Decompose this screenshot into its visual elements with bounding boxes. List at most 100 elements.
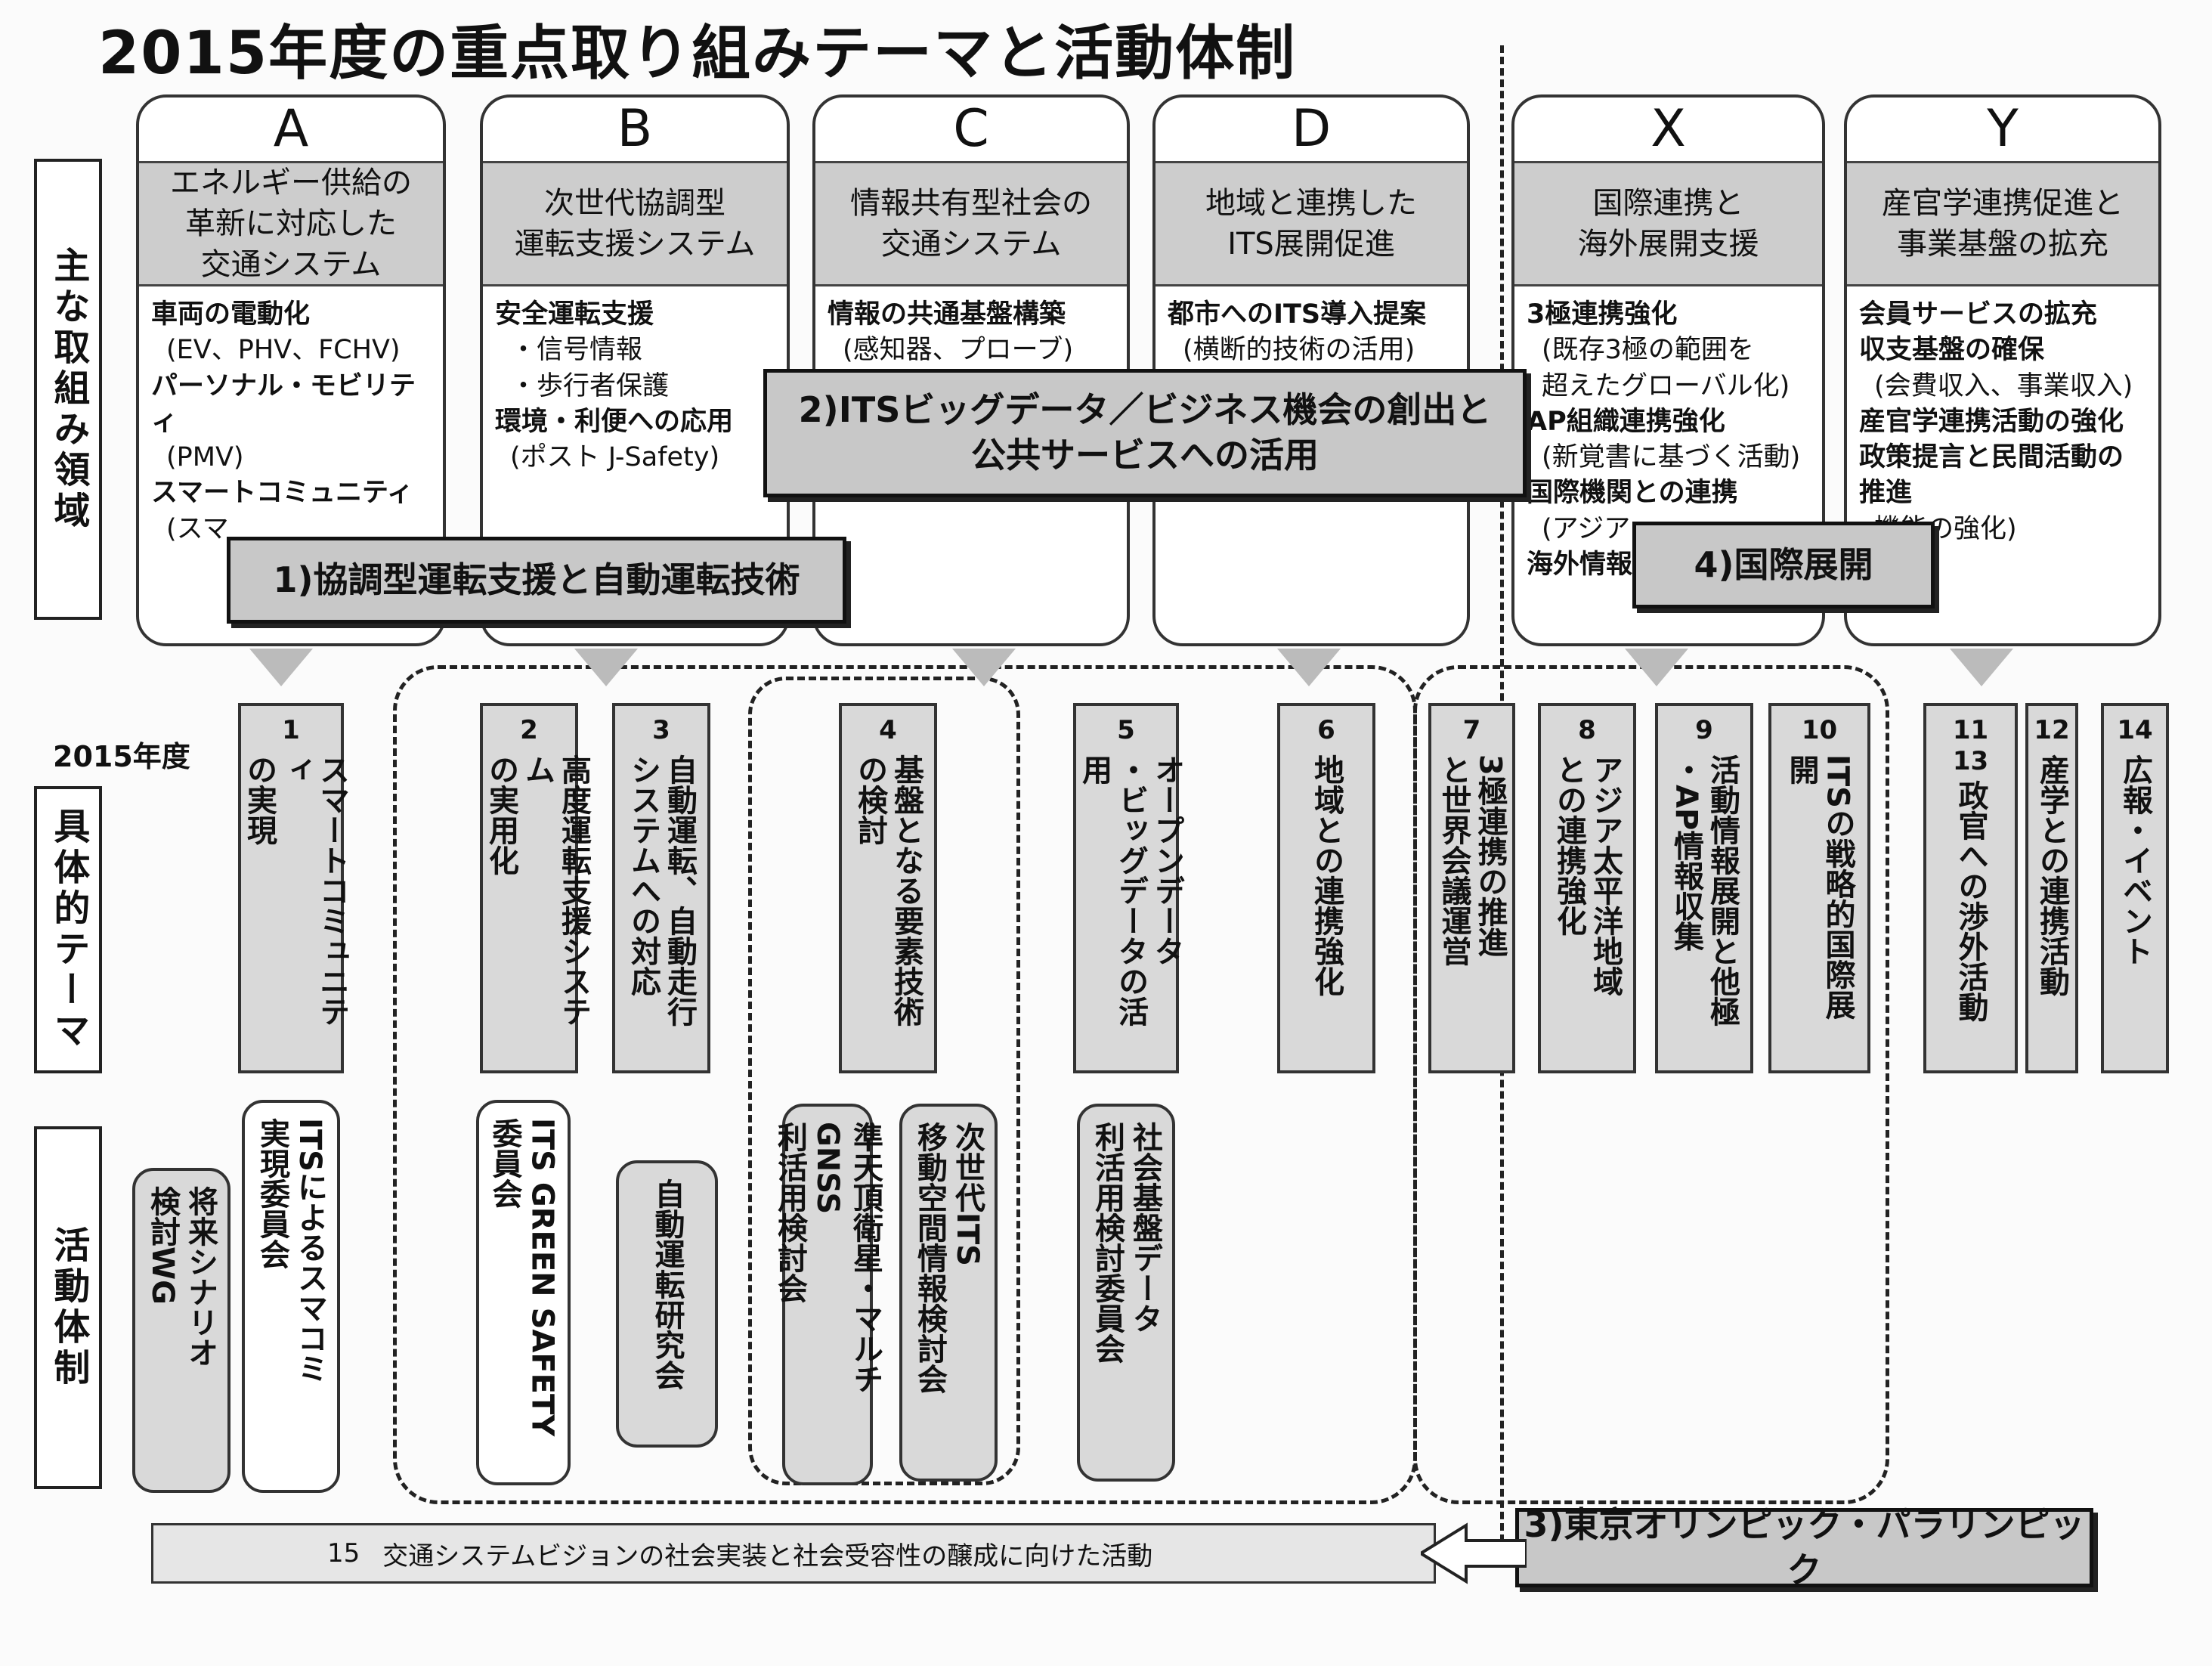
area-line: (感知器、プローブ) xyxy=(843,335,1074,366)
row-label-activities-text: 活動体制 xyxy=(47,1226,90,1389)
area-letter: C xyxy=(953,99,989,159)
area-line: 政策提言と民間活動の xyxy=(1859,442,2124,472)
theme-text: オープンデータ ・ビッグデータの活用 xyxy=(1077,754,1184,1027)
activity-org-4: 自動運転研究会 xyxy=(616,1160,718,1448)
theme-10: 10 ITSの戦略的国際展開 xyxy=(1768,703,1870,1073)
theme-number: 3 xyxy=(652,715,670,745)
area-body: 会員サービスの拡充収支基盤の確保 (会費収入、事業収入) 産官学連携活動の強化政策提… xyxy=(1847,286,2158,558)
theme-text: 政官への渉外活動 xyxy=(1953,780,1988,1022)
theme-number: 2 xyxy=(520,715,538,745)
page-title: 2015年度の重点取り組みテーマと活動体制 xyxy=(98,20,1297,88)
theme-number: 14 xyxy=(2117,715,2153,745)
bottom-activity-bar: 15 交通システムビジョンの社会実装と社会受容性の醸成に向けた活動 xyxy=(151,1523,1436,1584)
theme-number: 12 xyxy=(2034,715,2070,745)
area-line: (EV、PHV、FCHV) xyxy=(166,335,401,366)
activity-org-text: 準天頂衛星・マルチGNSS 利活用検討会 xyxy=(772,1122,883,1394)
theme-text: 地域との連携強化 xyxy=(1309,754,1344,996)
area-line: 収支基盤の確保 xyxy=(1859,335,2045,366)
theme-number: 6 xyxy=(1317,715,1335,745)
theme-number: 1 xyxy=(282,715,300,745)
area-line: (アジア xyxy=(1542,513,1631,544)
theme-9: 9 活動情報展開と他極 ・AP情報収集 xyxy=(1655,703,1753,1073)
area-letter: X xyxy=(1650,99,1686,159)
activity-org-7: 社会基盤データ 利活用検討委員会 xyxy=(1077,1104,1175,1482)
arrow-down-icon xyxy=(574,649,638,686)
row-label-themes: 具体的テーマ xyxy=(34,786,102,1073)
banner-cooperative-autonomous: 1)協調型運転支援と自動運転技術 xyxy=(227,537,846,624)
banner-tokyo-olympics: 3)東京オリンピック・パラリンピック xyxy=(1515,1504,2093,1590)
area-line: (既存3極の範囲を xyxy=(1542,335,1754,366)
arrow-left-icon xyxy=(1421,1522,1527,1584)
arrow-down-icon xyxy=(1625,649,1688,686)
theme-text: アジア太平洋地域 との連携強化 xyxy=(1551,754,1623,996)
theme-6: 6 地域との連携強化 xyxy=(1277,703,1375,1073)
row-label-year: 2015年度 xyxy=(53,740,190,773)
theme-text: 高度運転支援システム の実用化 xyxy=(484,754,591,1027)
area-heading: 産官学連携促進と 事業基盤の拡充 xyxy=(1847,161,2158,286)
area-line: 会員サービスの拡充 xyxy=(1859,299,2098,330)
theme-text: 自動運転、自動走行 システムへの対応 xyxy=(626,754,697,1027)
activity-org-text: 次世代ITS 移動空間情報検討会 xyxy=(912,1122,985,1394)
activity-org-6: 次世代ITS 移動空間情報検討会 xyxy=(899,1104,998,1482)
theme-number: 11 13 xyxy=(1952,715,1989,776)
arrow-down-icon xyxy=(249,649,313,686)
area-line: パーソナル・モビリティ xyxy=(151,370,416,437)
arrow-down-icon xyxy=(1950,649,2013,686)
theme-5: 5 オープンデータ ・ビッグデータの活用 xyxy=(1073,703,1184,1073)
theme-13: 14 広報・イベント xyxy=(2101,703,2169,1073)
area-line: 推進 xyxy=(1859,478,1913,509)
activity-org-3: ITS GREEN SAFETY 委員会 xyxy=(476,1100,571,1485)
area-line: (横断的技術の活用) xyxy=(1183,335,1415,366)
theme-text: 活動情報展開と他極 ・AP情報収集 xyxy=(1669,754,1740,1027)
activity-org-text: ITSによるスマコミ 実現委員会 xyxy=(255,1118,327,1383)
theme-number: 5 xyxy=(1117,715,1135,745)
area-line: (会費収入、事業収入) xyxy=(1874,370,2133,401)
area-line: 産官学連携活動の強化 xyxy=(1859,406,2124,437)
bottom-activity-text: 交通システムビジョンの社会実装と社会受容性の醸成に向けた活動 xyxy=(382,1541,1153,1572)
theme-number: 9 xyxy=(1695,715,1713,745)
area-line: 情報の共通基盤構築 xyxy=(828,299,1066,330)
activity-org-text: 将来シナリオ 検討WG xyxy=(145,1186,218,1367)
theme-11: 11 13 政官への渉外活動 xyxy=(1923,703,2018,1073)
activity-org-text: 自動運転研究会 xyxy=(649,1178,685,1390)
area-line: (スマ xyxy=(166,513,229,544)
theme-12: 12 産学との連携活動 xyxy=(2025,703,2078,1073)
area-heading: 地域と連携した ITS展開促進 xyxy=(1155,161,1467,286)
area-line: (新覚書に基づく活動) xyxy=(1542,442,1801,472)
area-line: 3極連携強化 xyxy=(1527,299,1678,330)
activity-org-5: 準天頂衛星・マルチGNSS 利活用検討会 xyxy=(772,1104,883,1485)
theme-text: ITSの戦略的国際展開 xyxy=(1784,754,1855,1020)
area-y: Y 産官学連携促進と 事業基盤の拡充 会員サービスの拡充収支基盤の確保(会費収入… xyxy=(1844,94,2161,646)
area-body: 3極連携強化(既存3極の範囲を超えたグローバル化)AP組織連携強化(新覚書に基づ… xyxy=(1514,286,1822,593)
theme-8: 8 アジア太平洋地域 との連携強化 xyxy=(1538,703,1636,1073)
activity-org-1: 将来シナリオ 検討WG xyxy=(132,1168,230,1493)
arrow-down-icon xyxy=(952,649,1016,686)
area-line: 超えたグローバル化) xyxy=(1542,370,1790,401)
activity-org-text: ITS GREEN SAFETY 委員会 xyxy=(487,1118,560,1437)
area-letter: D xyxy=(1291,99,1332,159)
group-data-utilization xyxy=(748,677,1020,1485)
theme-text: スマートコミュニティ の実現 xyxy=(242,754,349,1027)
area-line: (PMV) xyxy=(166,442,244,472)
theme-number: 10 xyxy=(1801,715,1838,745)
activity-org-text: 社会基盤データ 利活用検討委員会 xyxy=(1090,1122,1162,1364)
area-line: 海外情報 xyxy=(1527,549,1633,580)
banner-international: 4)国際展開 xyxy=(1632,522,1935,608)
row-label-areas: 主な取組み領域 xyxy=(34,159,102,620)
area-line: 都市へのITS導入提案 xyxy=(1168,299,1427,330)
area-line: 車両の電動化 xyxy=(151,299,311,330)
banner-big-data: 2)ITSビッグデータ／ビジネス機会の創出と 公共サービスへの活用 xyxy=(763,369,1527,497)
area-line: 環境・利便への応用 xyxy=(495,406,734,437)
area-heading: 次世代協調型 運転支援システム xyxy=(483,161,787,286)
area-heading: 情報共有型社会の 交通システム xyxy=(815,161,1127,286)
row-label-activities: 活動体制 xyxy=(34,1126,102,1489)
area-line: 国際機関との連携 xyxy=(1527,478,1738,509)
theme-text: 産学との連携活動 xyxy=(2034,754,2069,996)
theme-1: 1 スマートコミュニティ の実現 xyxy=(238,703,349,1073)
theme-text: 基盤となる要素技術 の検討 xyxy=(852,754,923,1027)
area-line: ・歩行者保護 xyxy=(510,370,670,401)
area-line: ・信号情報 xyxy=(510,335,643,366)
area-line: スマートコミュニティ xyxy=(151,478,413,509)
theme-text: 3極連携の推進 と世界会議運営 xyxy=(1436,754,1508,966)
arrow-down-icon xyxy=(1277,649,1341,686)
